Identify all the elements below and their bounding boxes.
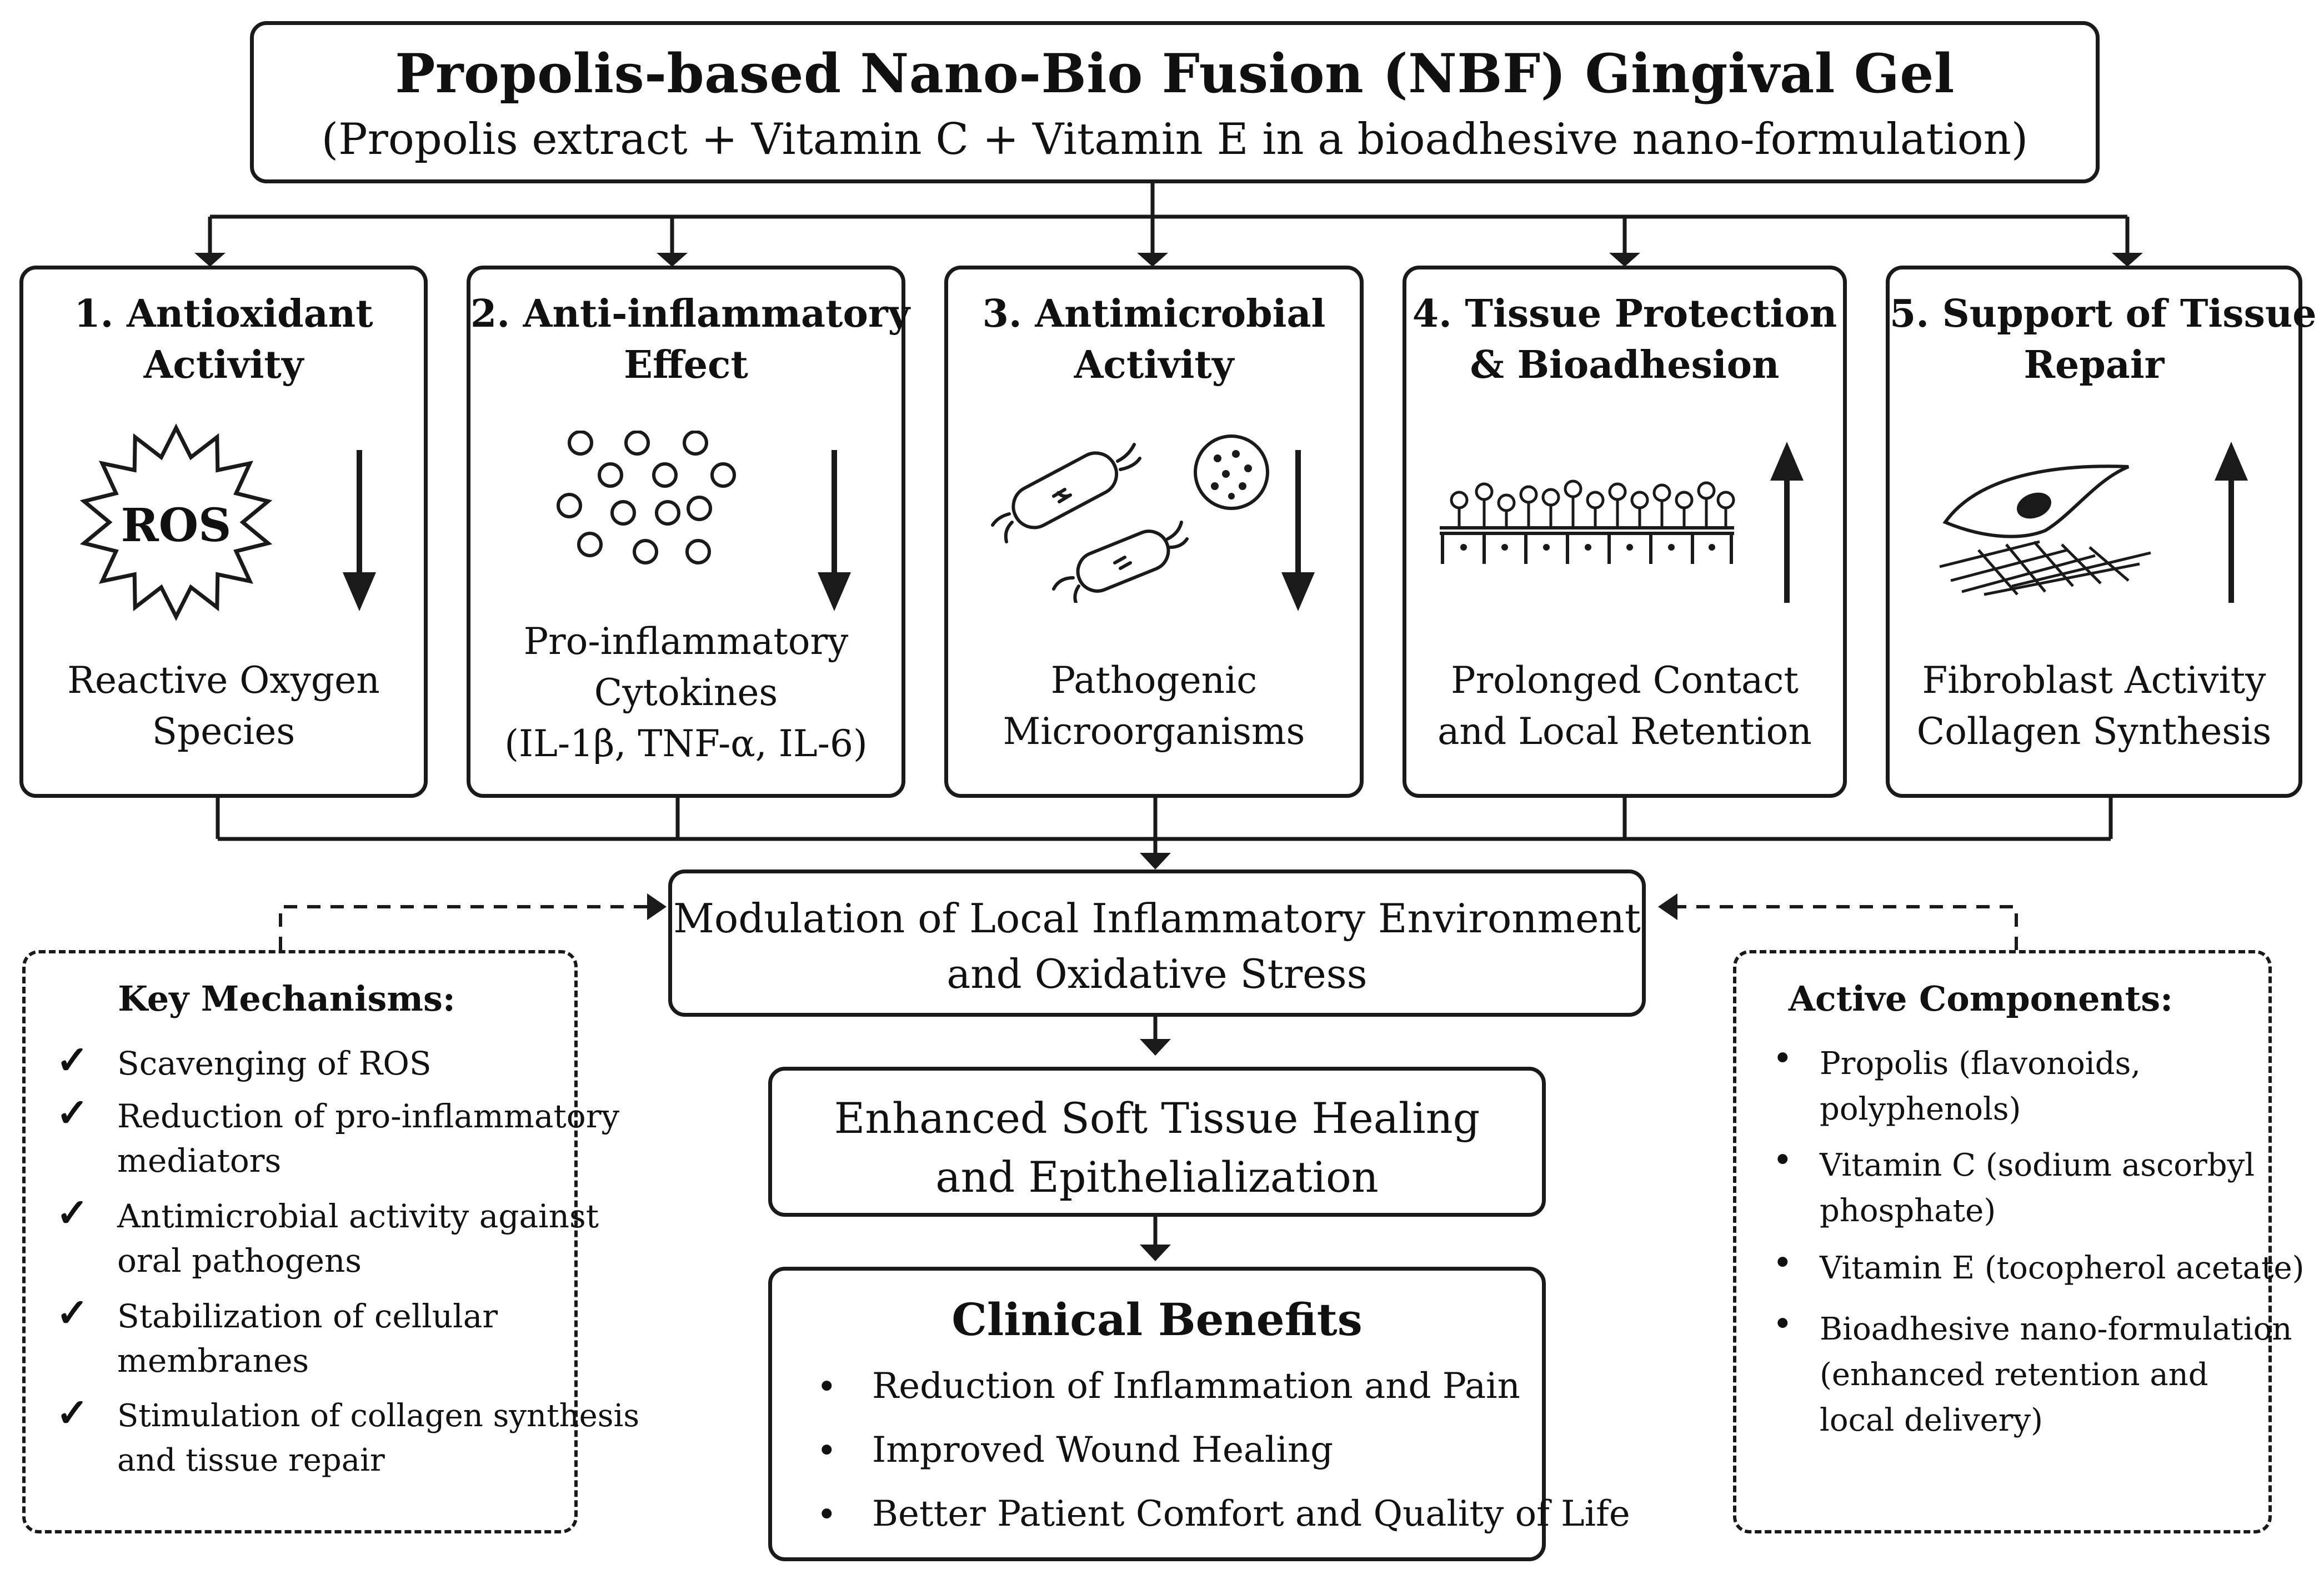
modulation-box: Modulation of Local Inflammatory Environ… — [668, 870, 1646, 1017]
clinical-benefits-box: Clinical Benefits • Reduction of Inflamm… — [768, 1267, 1630, 1561]
ros-label: ROS — [121, 499, 232, 552]
cytokine-particles-icon — [557, 431, 736, 564]
effect-heading: 1. Antioxidant Activity — [74, 292, 373, 387]
mechanism-item: Stabilization of cellular membranes — [117, 1297, 498, 1380]
arrow-up-icon — [2215, 442, 2248, 603]
mechanism-item: Antimicrobial activity against oral path… — [117, 1197, 599, 1280]
effect-box-anti-inflammatory: 2. Anti-inflammatory Effect Pro-inflamma… — [467, 266, 910, 798]
bullet-icon: • — [1772, 1242, 1793, 1283]
arrow-down-icon — [343, 450, 376, 611]
title-box: Propolis-based Nano-Bio Fusion (NBF) Gin… — [250, 21, 2100, 183]
mucosa-adhesion-icon — [1440, 479, 1735, 564]
mechanism-item: Scavenging of ROS — [117, 1045, 432, 1082]
healing-text: and Epithelialization — [935, 1152, 1379, 1202]
effect-box-antimicrobial: 3. Antimicrobial Activity — [944, 266, 1364, 798]
effect-box-tissue-protection: 4. Tissue Protection & Bioadhesion — [1403, 266, 1847, 798]
key-mechanisms-title: Key Mechanisms: — [118, 978, 455, 1019]
healing-box: Enhanced Soft Tissue Healing and Epithel… — [768, 1067, 1546, 1217]
modulation-text: Modulation of Local Inflammatory Environ… — [673, 895, 1641, 942]
effect-heading: 3. Antimicrobial Activity — [982, 292, 1326, 387]
bullet-icon: • — [1772, 1038, 1793, 1078]
diagram-title: Propolis-based Nano-Bio Fusion (NBF) Gin… — [395, 42, 1955, 105]
component-item: Vitamin E (tocopherol acetate) — [1820, 1250, 2305, 1286]
mechanism-item: Reduction of pro-inflammatory mediators — [117, 1097, 620, 1180]
component-item: Bioadhesive nano-formulation (enhanced r… — [1820, 1311, 2292, 1438]
effect-heading: 4. Tissue Protection & Bioadhesion — [1412, 292, 1837, 387]
check-icon: ✓ — [56, 1390, 89, 1436]
fibroblast-icon — [1939, 464, 2151, 596]
arrow-down-icon — [1281, 450, 1315, 611]
bacteria-icon — [991, 434, 1269, 603]
benefit-item: Reduction of Inflammation and Pain — [872, 1366, 1520, 1407]
active-components-title: Active Components: — [1788, 978, 2173, 1019]
healing-text: Enhanced Soft Tissue Healing — [834, 1093, 1480, 1143]
modulation-text: and Oxidative Stress — [946, 951, 1368, 997]
mechanism-item: Stimulation of collagen synthesis and ti… — [117, 1398, 640, 1478]
bullet-icon: • — [1772, 1303, 1793, 1344]
starburst-icon — [79, 423, 273, 621]
diagram-subtitle: (Propolis extract + Vitamin C + Vitamin … — [321, 114, 2029, 164]
bullet-icon: • — [817, 1366, 837, 1407]
check-icon: ✓ — [56, 1290, 89, 1336]
check-icon: ✓ — [56, 1190, 89, 1236]
effect-heading: 5. Support of Tissue Repair — [1890, 292, 2317, 387]
benefit-item: Better Patient Comfort and Quality of Li… — [872, 1493, 1630, 1535]
effect-box-tissue-repair: 5. Support of Tissue Repair Fibroblast A… — [1886, 266, 2317, 798]
arrow-down-icon — [818, 450, 851, 611]
bullet-icon: • — [1772, 1140, 1793, 1180]
active-components-box: Active Components: • Propolis (flavonoid… — [1733, 950, 2304, 1533]
arrow-up-icon — [1770, 442, 1804, 603]
benefit-item: Improved Wound Healing — [872, 1430, 1334, 1471]
bullet-icon: • — [817, 1430, 837, 1471]
check-icon: ✓ — [56, 1037, 89, 1083]
component-item: Propolis (flavonoids, polyphenols) — [1820, 1046, 2141, 1127]
check-icon: ✓ — [56, 1090, 89, 1136]
effect-box-antioxidant: 1. Antioxidant Activity ROS Reactive Oxy… — [19, 266, 428, 798]
key-mechanisms-box: Key Mechanisms: ✓ Scavenging of ROS ✓ Re… — [22, 950, 639, 1533]
clinical-benefits-title: Clinical Benefits — [951, 1293, 1363, 1346]
effect-heading: 2. Anti-inflammatory Effect — [470, 292, 910, 387]
component-item: Vitamin C (sodium ascorbyl phosphate) — [1820, 1147, 2255, 1229]
bullet-icon: • — [817, 1494, 837, 1535]
